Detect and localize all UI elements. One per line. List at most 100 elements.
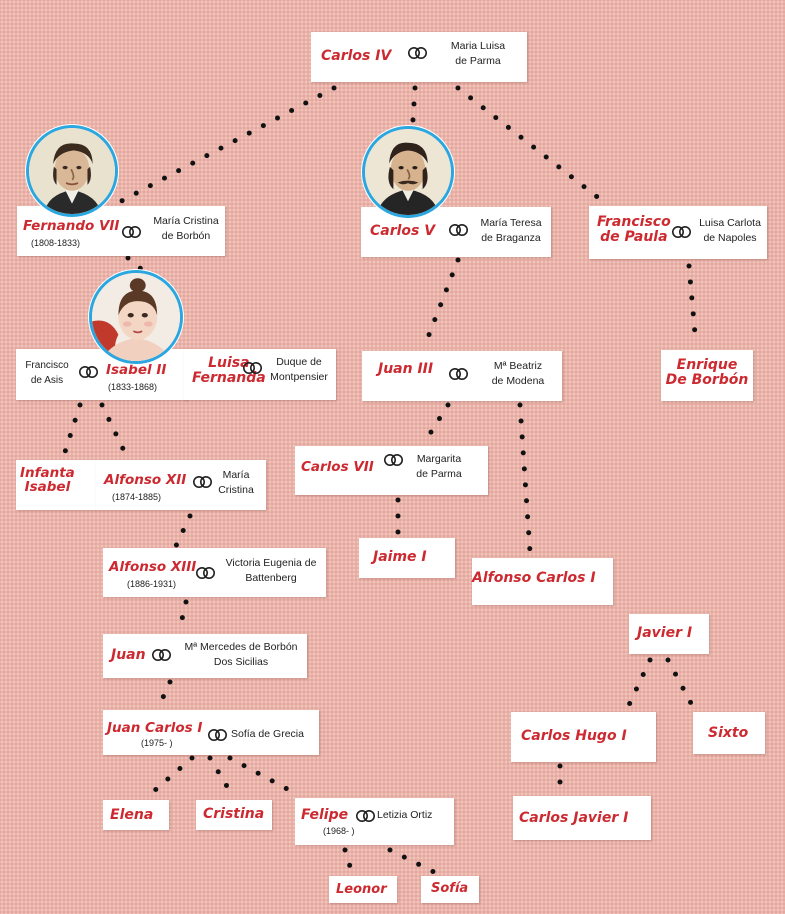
link-felipe-sofia: [387, 847, 439, 876]
link-felipe-leonor: [342, 847, 355, 876]
link-juan-juancarlos: [157, 679, 173, 707]
leonor-name: Leonor: [336, 882, 387, 897]
carlos-javier-i-card: Carlos Javier I: [513, 796, 651, 840]
spouse-line-2: de Napoles: [703, 232, 757, 245]
spouse-line-2: de Modena: [491, 375, 545, 388]
spouse-line-2: de Braganza: [481, 232, 541, 245]
juan-iii-card: Juan III Mª Beatriz de Modena: [362, 351, 562, 401]
jaime-i-name: Jaime I: [373, 549, 427, 565]
spouse-line-1: Luisa Carlota: [699, 217, 761, 229]
juan-carlos-i-name: Juan Carlos I: [107, 720, 203, 736]
marriage-rings-icon: [448, 224, 469, 236]
fernando-vii-name: Fernando VII: [23, 218, 120, 234]
juan-carlos-i-card: Juan Carlos I (1975- ) Sofía de Grecia: [103, 710, 319, 755]
alfonso-carlos-i-card: Alfonso Carlos I: [472, 558, 613, 605]
marriage-rings-icon: [208, 728, 227, 742]
link-juancarlos-felipe: [227, 755, 303, 799]
name-line-1: Francisco: [597, 214, 671, 230]
spouse-line-1: María: [222, 469, 250, 481]
juan-iii-spouse: Mª Beatriz de Modena: [478, 359, 558, 389]
name-line-2: de Paula: [600, 228, 668, 245]
link-juancarlos-elena: [143, 755, 195, 801]
juan-carlos-i-years: (1975- ): [141, 738, 173, 748]
link-carlosv-juaniii: [422, 257, 461, 348]
javier-i-name: Javier I: [637, 625, 693, 641]
link-francisco-enrique: [686, 263, 699, 348]
fernando-vii-portrait-image: [29, 128, 115, 214]
alfonso-xii-years: (1874-1885): [112, 492, 162, 502]
link-juaniii-carlosvii: [423, 402, 451, 443]
spouse-line-1: Margarita: [416, 453, 462, 465]
fernando-vii-portrait: [26, 125, 118, 217]
carlos-vii-name: Carlos VII: [301, 459, 374, 475]
spouse-line-2: de Parma: [455, 55, 501, 68]
marriage-rings-icon: [122, 226, 141, 238]
felipe-spouse: Letizia Ortiz: [377, 809, 433, 821]
cristina-card: Cristina: [196, 800, 272, 830]
link-alfonsoxii-alfonsoxiii: [172, 513, 193, 551]
marriage-rings-icon: [79, 365, 98, 379]
alfonso-xiii-card: Alfonso XIII (1886-1931) Victoria Eugeni…: [103, 548, 326, 597]
alfonso-xiii-name: Alfonso XIII: [109, 559, 197, 575]
carlos-v-portrait-image: [365, 129, 451, 215]
name-line-2: De Borbón: [665, 371, 749, 388]
link-javier-carloshugo: [625, 657, 653, 710]
spouse-line-2: Montpensier: [270, 371, 328, 384]
marriage-rings-icon: [243, 361, 263, 375]
juan-iii-name: Juan III: [378, 361, 434, 377]
jaime-i-card: Jaime I: [359, 538, 455, 578]
alfonso-xii-name: Alfonso XII: [104, 472, 187, 488]
spouse-line-2: de Parma: [416, 468, 462, 481]
marriage-rings-icon: [407, 46, 428, 60]
marriage-rings-icon: [152, 648, 171, 662]
spouse-line-2: Battenberg: [245, 572, 297, 585]
spouse-line-1: Francisco: [25, 360, 69, 371]
juan-carlos-i-spouse: Sofía de Grecia: [231, 728, 304, 740]
link-juancarlos-cristina: [207, 755, 237, 801]
spouse-line-1: María Cristina: [153, 215, 219, 227]
carlos-iv-name: Carlos IV: [321, 48, 392, 64]
marriage-rings-icon: [671, 226, 692, 238]
isabel-ii-portrait: [89, 270, 183, 364]
spouse-line-1: Mª Mercedes de Borbón: [184, 641, 298, 653]
spouse-line-1: Mª Beatriz: [493, 360, 543, 372]
spouse-line-1: María Teresa: [480, 217, 542, 229]
marriage-rings-icon: [448, 367, 469, 381]
carlos-javier-i-name: Carlos Javier I: [519, 810, 629, 826]
name-line-1: Enrique: [676, 357, 738, 373]
name-line-1: Luisa: [208, 355, 250, 371]
marriage-rings-icon: [383, 453, 404, 467]
isabel-ii-spouse: Francisco de Asis: [18, 359, 76, 388]
link-isabelii-alfonsoxii: [99, 402, 129, 458]
link-juaniii-alfonsocarlos: [517, 402, 533, 555]
spouse-line-1: Duque de: [276, 356, 322, 368]
sofia-name: Sofía: [431, 881, 469, 896]
sofia-card: Sofía: [421, 876, 479, 903]
spouse-line-2: de Asis: [30, 374, 64, 386]
link-alfonsoxiii-juan: [176, 599, 189, 635]
link-carlosiv-fernandovii: [111, 85, 337, 208]
felipe-card: Felipe (1968- ) Letizia Ortiz: [295, 798, 454, 845]
carlos-vii-spouse: Margarita de Parma: [405, 452, 473, 482]
name-line-2: Fernanda: [192, 369, 266, 386]
cristina-name: Cristina: [203, 806, 265, 822]
elena-name: Elena: [110, 807, 154, 823]
carlos-v-name: Carlos V: [370, 223, 436, 239]
carlos-v-portrait: [362, 126, 454, 218]
luisa-fernanda-spouse: Duque de Montpensier: [262, 355, 336, 385]
